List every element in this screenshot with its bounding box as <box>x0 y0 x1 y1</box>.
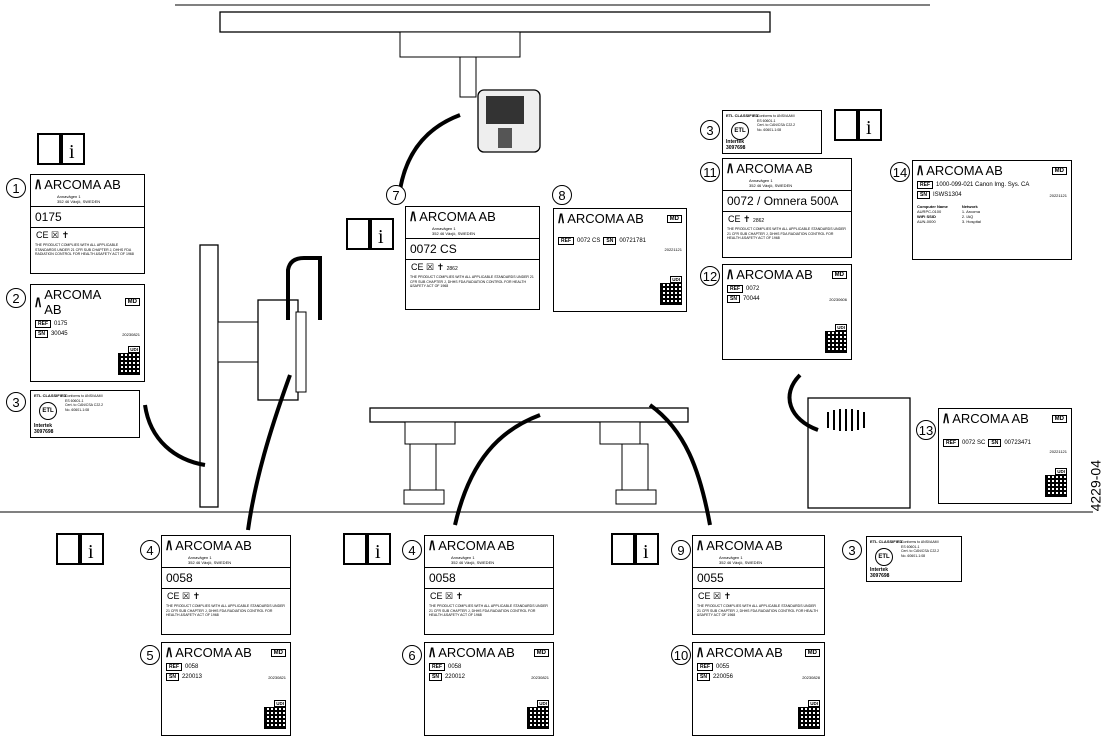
svg-text:i: i <box>69 141 75 163</box>
patient-table <box>369 407 689 423</box>
callout-4: 4 <box>140 540 160 560</box>
callout-3: 3 <box>842 540 862 560</box>
callout-12: 12 <box>700 266 720 286</box>
ceiling-rail <box>219 11 771 33</box>
callout-13: 13 <box>916 420 936 440</box>
svg-text:i: i <box>866 117 872 139</box>
figure-number: 4229-04 <box>1087 460 1103 512</box>
svg-text:i: i <box>375 541 381 563</box>
callout-8: 8 <box>552 185 572 205</box>
arcoma-logo: /\ <box>35 177 41 192</box>
callout-3: 3 <box>700 120 720 140</box>
callout-4: 4 <box>402 540 422 560</box>
svg-text:i: i <box>88 541 94 563</box>
callout-9: 9 <box>671 540 691 560</box>
manual-icon: i <box>343 533 391 565</box>
manual-icon: i <box>834 109 882 141</box>
callout-10: 10 <box>671 645 691 665</box>
callout-1: 1 <box>6 178 26 198</box>
qr-code <box>118 353 140 375</box>
callout-11: 11 <box>700 162 720 182</box>
callout-14: 14 <box>890 162 910 182</box>
wall-stand <box>199 244 219 508</box>
manual-icon: i <box>56 533 104 565</box>
callout-3: 3 <box>6 392 26 412</box>
svg-text:i: i <box>643 541 649 563</box>
svg-text:i: i <box>378 226 384 248</box>
callout-6: 6 <box>402 645 422 665</box>
manual-icon: i <box>37 133 85 165</box>
manual-icon: i <box>611 533 659 565</box>
ce-mark: CE ☒ ✝ <box>36 230 70 240</box>
callout-5: 5 <box>140 645 160 665</box>
callout-7: 7 <box>386 185 406 205</box>
callout-2: 2 <box>6 288 26 308</box>
manual-icon: i <box>346 218 394 250</box>
